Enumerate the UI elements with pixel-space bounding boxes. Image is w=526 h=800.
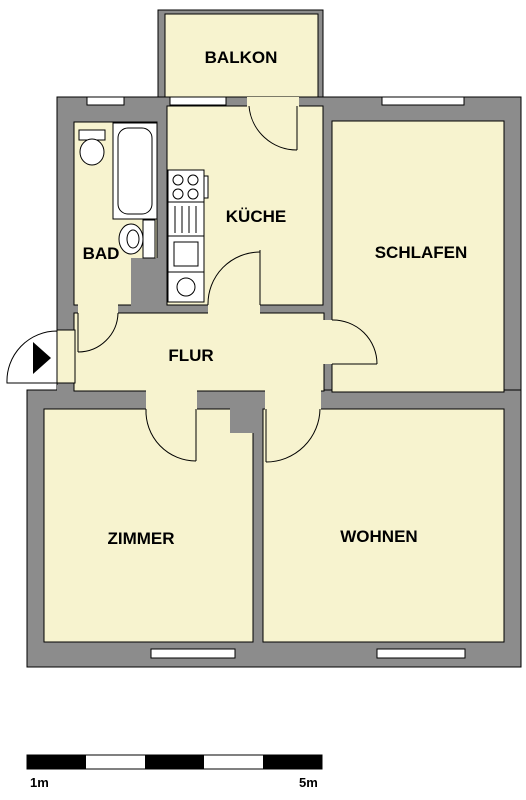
- room-label-schlafen: SCHLAFEN: [375, 243, 468, 262]
- scale-label-right: 5m: [299, 775, 318, 790]
- kitchen-sink: [167, 235, 205, 303]
- zimmer-corner-notch: [230, 408, 254, 433]
- flur-zimmer-opening: [146, 390, 197, 410]
- flur-kueche-opening: [208, 303, 260, 315]
- door-kueche: [207, 250, 261, 306]
- bathtub-icon: [112, 122, 158, 220]
- door-wohnen: [265, 408, 321, 463]
- entrance-door: [6, 330, 58, 384]
- door-kueche-balkon: [248, 105, 298, 151]
- room-label-wohnen: WOHNEN: [340, 527, 417, 546]
- zimmer-floor: [43, 408, 254, 643]
- window-zimmer: [150, 648, 236, 659]
- room-label-balkon: BALKON: [205, 48, 278, 67]
- room-label-kueche: KÜCHE: [226, 207, 286, 226]
- stove-icon: [167, 169, 209, 203]
- room-label-flur: FLUR: [168, 346, 213, 365]
- door-zimmer: [145, 408, 197, 462]
- toilet-icon: [78, 129, 106, 166]
- bad-lower-notch: [131, 258, 158, 306]
- flur-wohnen-opening: [265, 390, 321, 410]
- door-schlafen: [331, 319, 378, 365]
- wohnen-floor: [262, 408, 505, 643]
- kueche-balkon-opening: [247, 97, 299, 107]
- window-bad: [86, 96, 125, 106]
- kitchen-counter: [167, 201, 205, 237]
- schlafen-floor: [331, 120, 505, 393]
- entrance-arrow-icon: [33, 342, 51, 374]
- window-wohnen: [376, 648, 466, 659]
- door-bad: [77, 312, 119, 353]
- window-schlafen: [381, 96, 465, 106]
- room-label-bad: BAD: [83, 244, 120, 263]
- balcony-floor: [164, 13, 319, 99]
- window-kueche: [169, 96, 227, 106]
- scale-label-left: 1m: [30, 775, 49, 790]
- scale-bar: [26, 754, 323, 770]
- sink-icon: [118, 219, 156, 259]
- room-label-zimmer: ZIMMER: [107, 529, 174, 548]
- flur-bad-opening: [78, 303, 118, 315]
- flur-schlafen-opening: [322, 320, 334, 364]
- flur-entrance-opening: [56, 329, 76, 384]
- entrance-wall-notch: [57, 385, 77, 395]
